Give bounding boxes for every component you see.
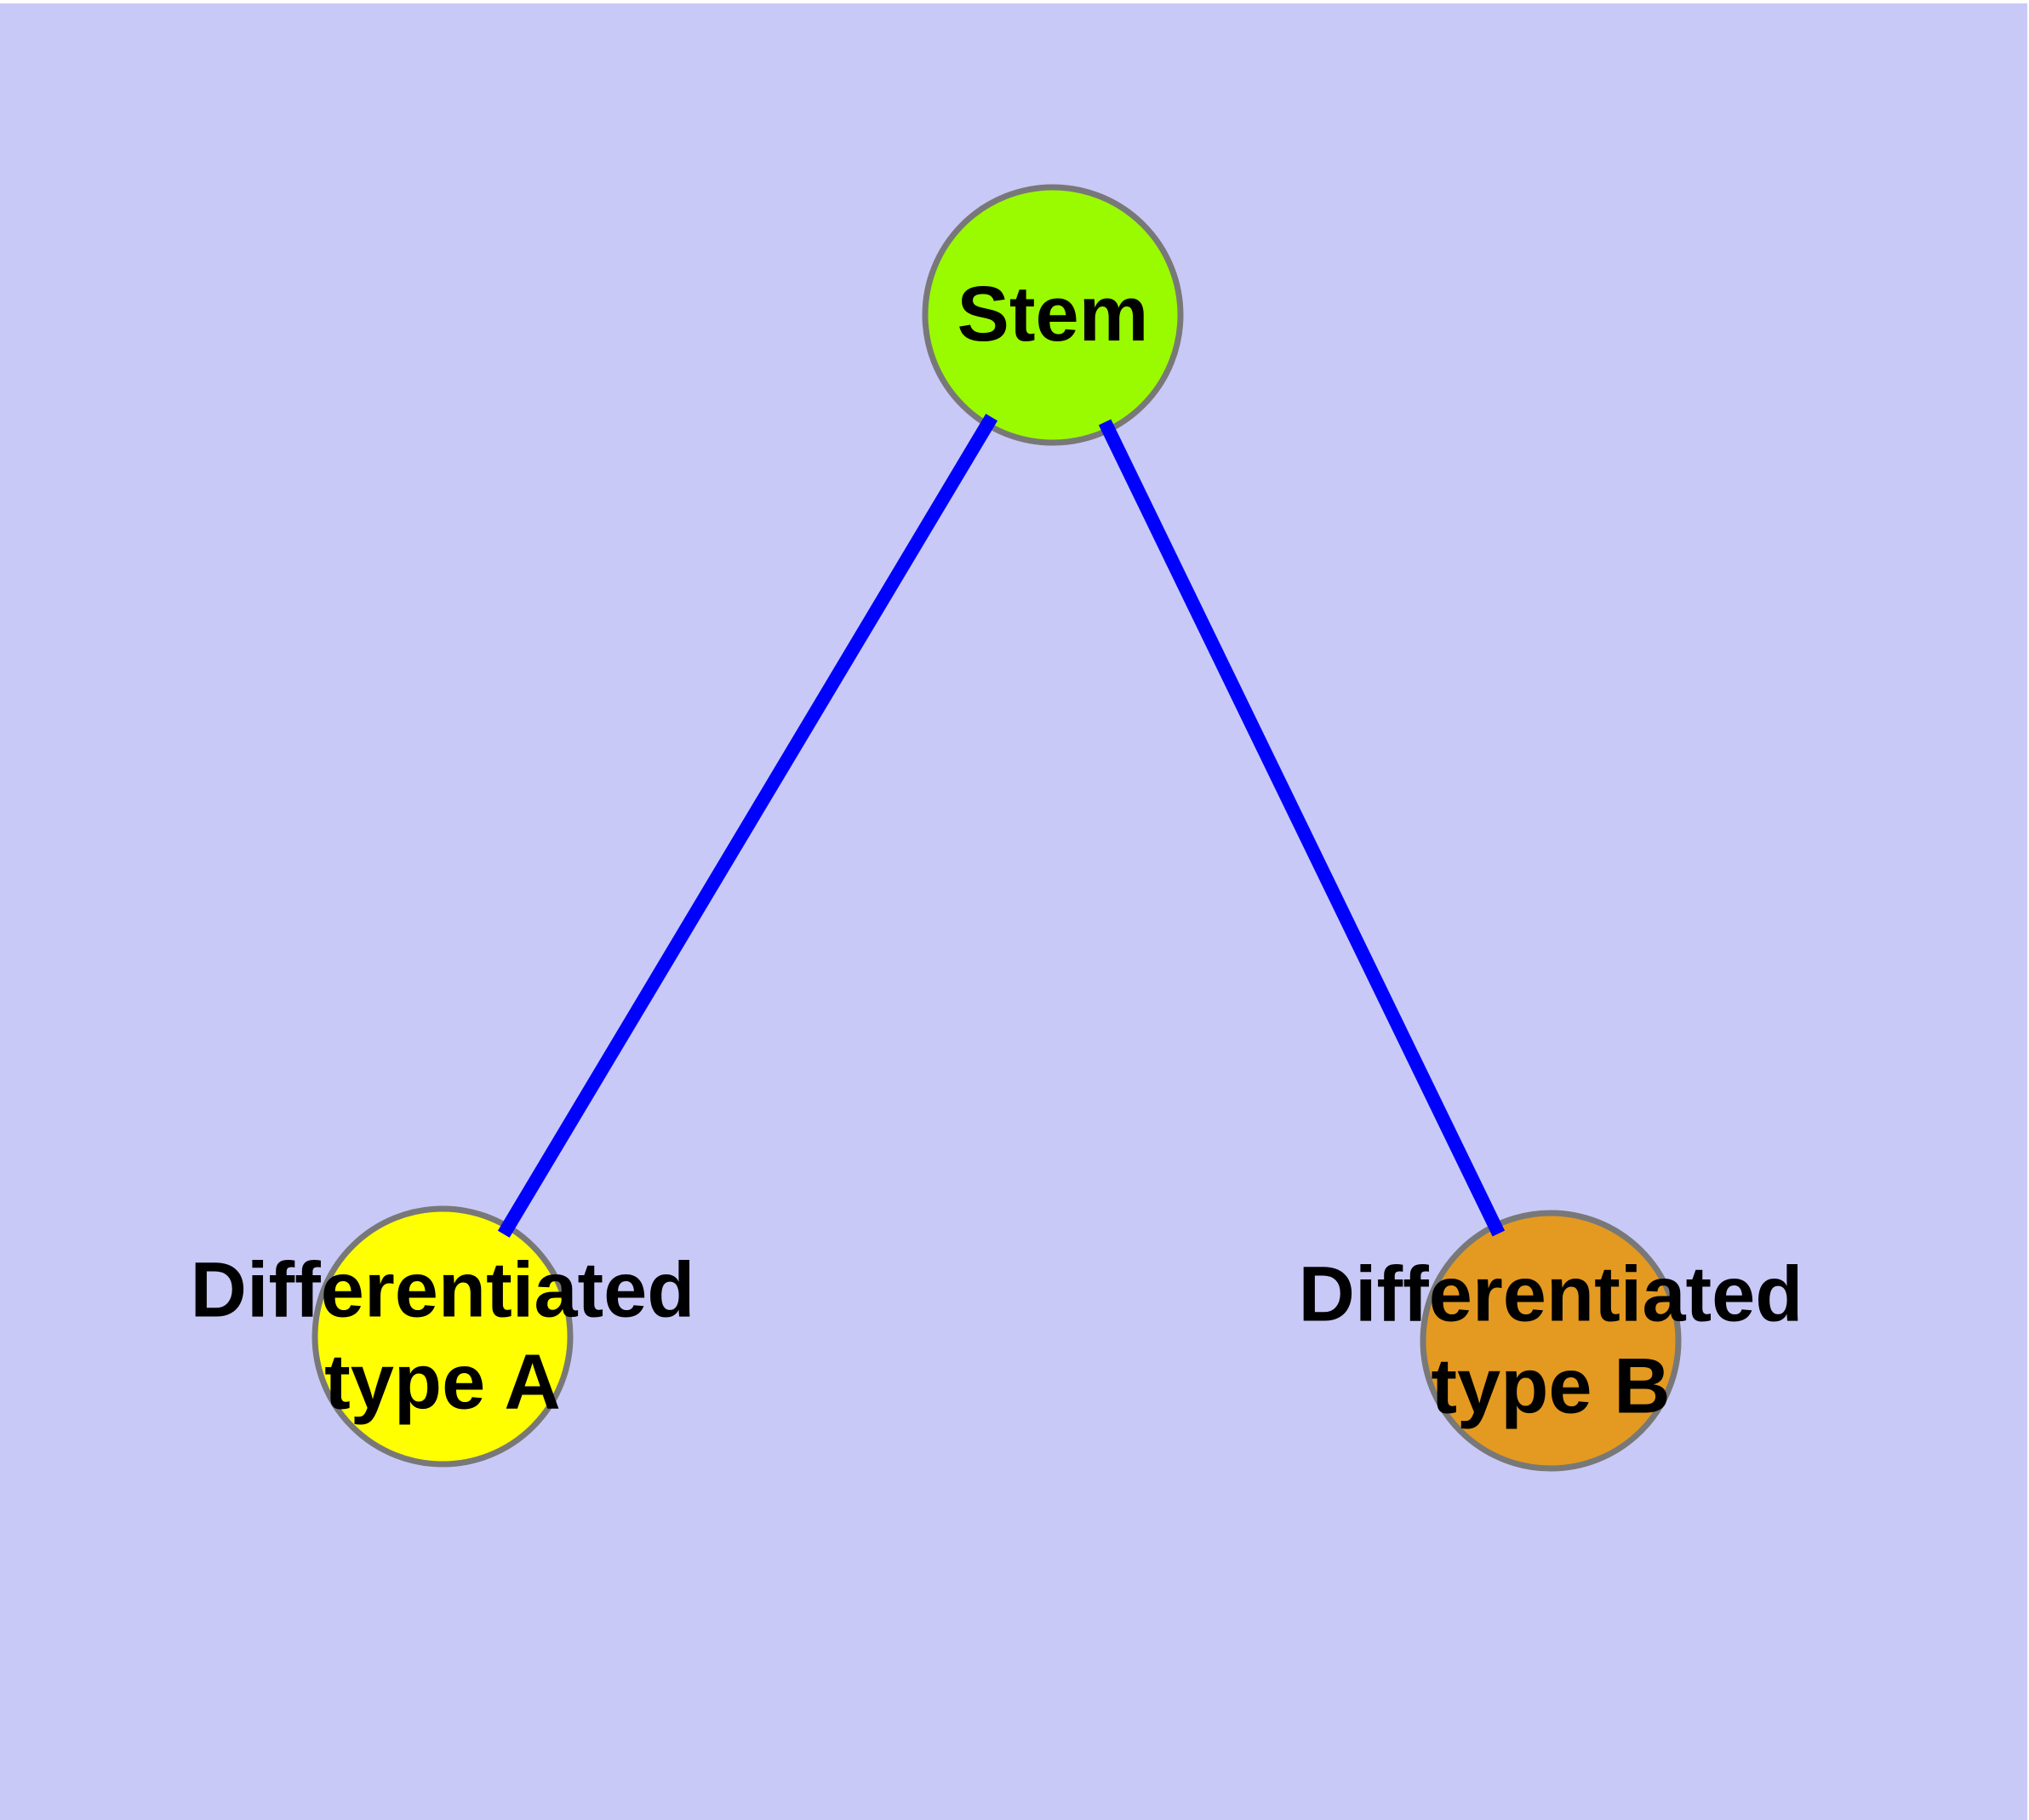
edge-stem-diff-a — [497, 414, 998, 1238]
edge-stem-diff-b — [1098, 419, 1506, 1237]
node-diff-a — [311, 1205, 574, 1468]
node-diff-b — [1420, 1210, 1682, 1472]
node-stem — [922, 184, 1184, 446]
